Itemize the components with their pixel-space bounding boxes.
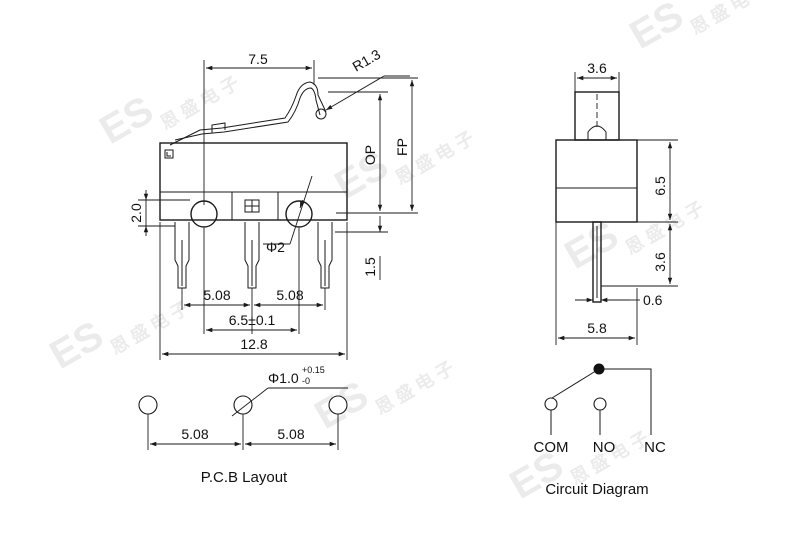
watermark-chars: 恩 盛 电 子 — [567, 427, 653, 489]
watermark-brand: ES — [558, 213, 626, 278]
watermark-chars: 恩 盛 电 子 — [622, 197, 708, 259]
switch-blade — [551, 368, 600, 399]
pcb-hole-no — [233, 395, 253, 415]
side-pin — [592, 221, 602, 303]
pcb-pitch-left: 5.08 — [181, 426, 208, 442]
com-label: COM — [534, 439, 569, 456]
actuator-lever-outer — [169, 81, 327, 146]
dim-mount-height: 2.0 — [128, 203, 144, 223]
dim-body-height: 6.5 — [652, 176, 668, 196]
pcb-hole-com — [138, 395, 158, 415]
dim-pin-pitch-left: 5.08 — [203, 287, 230, 303]
watermark-chars: 恩 盛 电 子 — [372, 357, 458, 419]
dim-pin-length: 1.5 — [362, 257, 378, 277]
actuator-lever-inner — [174, 87, 321, 141]
pcb-hole-diameter: Φ1.0 — [268, 370, 299, 386]
dim-actuator-length: 7.5 — [248, 51, 268, 67]
dim-pin-thickness: 0.6 — [643, 292, 663, 308]
side-view: 3.6 6.5 3.6 0.6 5.8 — [555, 60, 678, 345]
body-mark — [164, 149, 174, 159]
dim-hole-diameter: Φ2 — [266, 239, 285, 255]
terminal-pins — [174, 222, 333, 289]
com-terminal — [544, 397, 558, 411]
watermark-brand: ES — [93, 88, 161, 153]
dim-actuator-radius: R1.3 — [350, 46, 384, 75]
no-terminal — [593, 397, 607, 411]
no-label: NO — [593, 439, 616, 456]
pcb-layout-caption: P.C.B Layout — [201, 469, 288, 486]
dim-body-depth: 5.8 — [587, 320, 607, 336]
circuit-diagram: COM NO NC Circuit Diagram — [534, 363, 666, 498]
dim-side-pin-length: 3.6 — [652, 252, 668, 272]
pcb-tolerance-minus: -0 — [302, 376, 310, 386]
circuit-diagram-caption: Circuit Diagram — [545, 481, 648, 498]
lever-clip — [211, 122, 226, 133]
pcb-tolerance-plus: +0.15 — [302, 365, 325, 375]
body-notch — [231, 192, 279, 220]
pcb-pitch-right: 5.08 — [277, 426, 304, 442]
dim-body-width: 12.8 — [240, 336, 267, 352]
watermark-brand: ES — [43, 313, 111, 378]
side-body — [555, 139, 638, 223]
dim-pin-pitch-right: 5.08 — [276, 287, 303, 303]
watermark-chars: 恩 盛 电 子 — [687, 0, 773, 38]
mounting-hole-right — [285, 200, 313, 228]
dim-hole-spacing: 6.5±0.1 — [229, 312, 276, 328]
watermark-chars: 恩 盛 电 子 — [157, 72, 243, 134]
label-op: OP — [362, 145, 378, 165]
watermark-chars: 恩 盛 电 子 — [107, 297, 193, 359]
lever-roller — [315, 108, 327, 120]
nc-label: NC — [644, 439, 666, 456]
switch-body — [159, 142, 348, 221]
pcb-hole-nc — [328, 395, 348, 415]
watermark-brand: ES — [623, 0, 691, 58]
watermark-chars: 恩 盛 电 子 — [392, 127, 478, 189]
pcb-layout: Φ1.0 +0.15 -0 5.08 5.08 P.C.B Layout — [138, 365, 348, 486]
side-actuator-slot — [587, 125, 607, 140]
dim-actuator-width: 3.6 — [587, 60, 607, 76]
nc-lead — [604, 368, 652, 435]
label-fp: FP — [394, 138, 410, 156]
